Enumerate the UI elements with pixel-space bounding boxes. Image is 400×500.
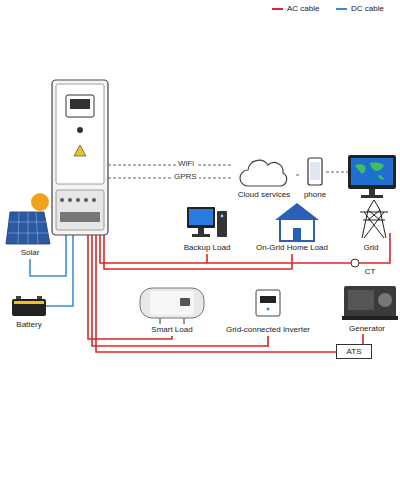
dc-cable (30, 235, 73, 306)
node-label: ATS (346, 347, 363, 357)
node-label: Generator (348, 324, 386, 334)
cloud-node: Cloud services (232, 158, 296, 200)
legend-swatch (336, 8, 347, 10)
load-node: Smart Load (132, 282, 212, 335)
solar-panel (6, 193, 50, 244)
node-label: Backup Load (183, 243, 232, 253)
node-label: On-Grid Home Load (255, 243, 329, 253)
legend-text: AC cable (286, 4, 320, 14)
node-label: Grid (362, 243, 379, 253)
load-node: On-Grid Home Load (252, 198, 332, 253)
ats-box: ATS (336, 344, 372, 359)
ct-symbol (351, 259, 359, 267)
connector (362, 334, 364, 344)
link-label: GPRS (172, 172, 199, 182)
generator-node: Generator (336, 276, 398, 334)
pylon-icon (360, 200, 388, 238)
connector (296, 175, 300, 176)
ct-node: CT (361, 266, 380, 277)
monitor-icon (348, 155, 396, 198)
node-label: Cloud services (237, 190, 291, 200)
node-label: Battery (15, 320, 42, 330)
node-label: phone (303, 190, 327, 200)
phone-icon (308, 158, 322, 185)
node-label: Solar (20, 248, 41, 258)
water-heater-icon (140, 288, 204, 324)
legend-text: DC cable (350, 4, 385, 14)
node-label: Grid-connected Inverter (225, 325, 311, 335)
legend-item: DC cable (336, 4, 385, 14)
link-label: WiFi (176, 159, 196, 169)
solar-node: Solar (4, 192, 56, 258)
inverter-node: Grid-connected Inverter (216, 282, 320, 335)
string-inverter-icon (256, 290, 280, 316)
load-node: Backup Load (176, 200, 238, 253)
cloud-icon (240, 160, 287, 186)
grid-node: Grid (346, 196, 396, 253)
house-icon (275, 203, 319, 241)
node-label: CT (364, 267, 377, 277)
battery-icon (12, 296, 46, 316)
node-label: Smart Load (150, 325, 193, 335)
phone-node: phone (300, 154, 330, 200)
generator-icon (342, 286, 398, 320)
legend-swatch (272, 8, 283, 10)
battery-node: Battery (4, 294, 54, 330)
computer-icon (187, 207, 227, 237)
hybrid-inverter (52, 80, 108, 235)
legend-item: AC cable (272, 4, 320, 14)
